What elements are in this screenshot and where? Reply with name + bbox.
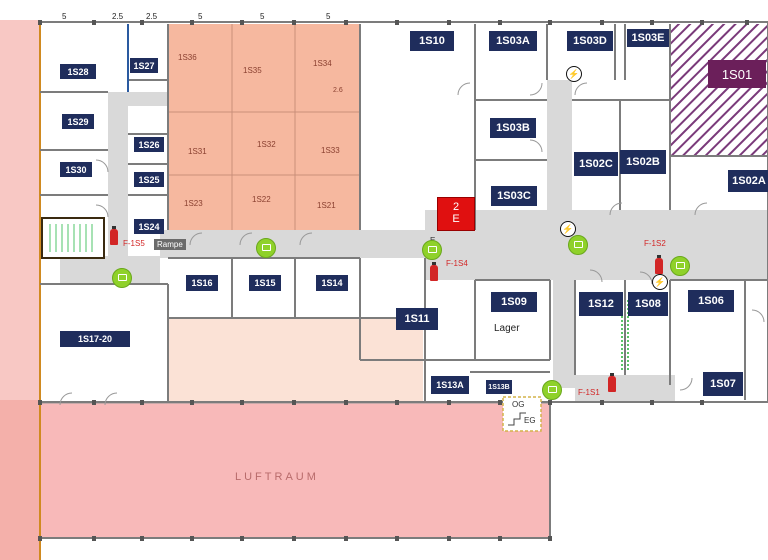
fire-extinguisher-label: F-1S4 <box>446 259 468 268</box>
electrical-icon: ⚡ <box>652 274 668 290</box>
room-1s03b[interactable]: 1S03B <box>490 118 536 138</box>
room-1s30[interactable]: 1S30 <box>60 162 92 177</box>
salmon-grid <box>168 24 360 230</box>
stairs-left <box>41 217 105 259</box>
room-1s32[interactable]: 1S32 <box>257 140 276 149</box>
room-1s01[interactable]: 1S01 <box>708 60 766 88</box>
stairs-og-eg-steps <box>508 412 526 426</box>
camera-icon <box>112 268 132 288</box>
room-1s03e[interactable]: 1S03E <box>627 29 669 47</box>
room-1s36[interactable]: 1S36 <box>178 53 197 62</box>
room-1s33[interactable]: 1S33 <box>321 146 340 155</box>
room-1s26[interactable]: 1S26 <box>134 137 164 152</box>
fire-extinguisher-label: F-1S1 <box>578 388 600 397</box>
room-1s34[interactable]: 1S34 <box>313 59 332 68</box>
left-pink-strip-lower <box>0 400 40 560</box>
camera-icon <box>670 256 690 276</box>
dimension-label: 5 <box>260 12 265 21</box>
room-1s03c[interactable]: 1S03C <box>491 186 537 206</box>
room-1s27[interactable]: 1S27 <box>130 58 158 73</box>
fire-extinguisher-icon <box>655 255 663 274</box>
camera-icon <box>256 238 276 258</box>
stairs-2e-bottom: E <box>452 213 460 225</box>
room-1s13b[interactable]: 1S13B <box>486 380 512 394</box>
room-1s31[interactable]: 1S31 <box>188 147 207 156</box>
camera-icon <box>422 240 442 260</box>
dimension-label: 5 <box>326 12 331 21</box>
stairs-eg-label: EG <box>524 416 536 425</box>
room-1s15[interactable]: 1S15 <box>249 275 281 291</box>
fire-extinguisher-label: F-1S2 <box>644 239 666 248</box>
stairs-2e[interactable]: 2 E <box>437 197 475 231</box>
room-1s17-20[interactable]: 1S17-20 <box>60 331 130 347</box>
room-1s07[interactable]: 1S07 <box>703 372 743 396</box>
room-1s11[interactable]: 1S11 <box>396 308 438 330</box>
luftraum-area <box>39 402 551 539</box>
room-1s28[interactable]: 1S28 <box>60 64 96 79</box>
room-1s02b[interactable]: 1S02B <box>620 150 666 174</box>
dimension-label: 2.5 <box>146 12 158 21</box>
lager-label: Lager <box>494 323 520 334</box>
salmon-dimension: 2.6 <box>333 87 343 94</box>
dimension-label: 5 <box>198 12 203 21</box>
stairs-og-label: OG <box>512 400 525 409</box>
room-1s02a[interactable]: 1S02A <box>728 170 768 192</box>
room-1s35[interactable]: 1S35 <box>243 66 262 75</box>
room-1s10[interactable]: 1S10 <box>410 31 454 51</box>
stairs-left-steps <box>49 224 93 252</box>
room-1s08[interactable]: 1S08 <box>628 292 668 316</box>
room-1s23[interactable]: 1S23 <box>184 199 203 208</box>
camera-icon <box>568 235 588 255</box>
electrical-icon: ⚡ <box>560 221 576 237</box>
room-1s22[interactable]: 1S22 <box>252 195 271 204</box>
camera-icon <box>542 380 562 400</box>
room-1s03d[interactable]: 1S03D <box>567 31 613 51</box>
fire-extinguisher-label: F-1S5 <box>123 239 145 248</box>
room-1s25[interactable]: 1S25 <box>134 172 164 187</box>
room-1s09[interactable]: 1S09 <box>491 292 537 312</box>
fire-extinguisher-icon <box>110 226 118 245</box>
room-1s21[interactable]: 1S21 <box>317 201 336 210</box>
room-1s14[interactable]: 1S14 <box>316 275 348 291</box>
salmon-block <box>168 24 360 230</box>
room-1s29[interactable]: 1S29 <box>62 114 94 129</box>
room-1s13a[interactable]: 1S13A <box>431 376 469 394</box>
room-1s02c[interactable]: 1S02C <box>574 152 618 176</box>
rampe-label: Rampe <box>154 239 186 250</box>
room-1s06[interactable]: 1S06 <box>688 290 734 312</box>
stairs-2e-top: 2 <box>452 201 460 213</box>
dimension-label: 2.5 <box>112 12 124 21</box>
room-1s16[interactable]: 1S16 <box>186 275 218 291</box>
dimension-label: 5 <box>62 12 67 21</box>
room-1s24[interactable]: 1S24 <box>134 219 164 234</box>
fire-extinguisher-icon <box>430 262 438 281</box>
luftraum-label: LUFTRAUM <box>235 471 319 483</box>
room-1s12[interactable]: 1S12 <box>579 292 623 316</box>
room-1s03a[interactable]: 1S03A <box>489 31 537 51</box>
fire-extinguisher-icon <box>608 373 616 392</box>
electrical-icon: ⚡ <box>566 66 582 82</box>
wall-ticks <box>38 20 749 541</box>
room-1s01-hatch <box>670 24 768 156</box>
